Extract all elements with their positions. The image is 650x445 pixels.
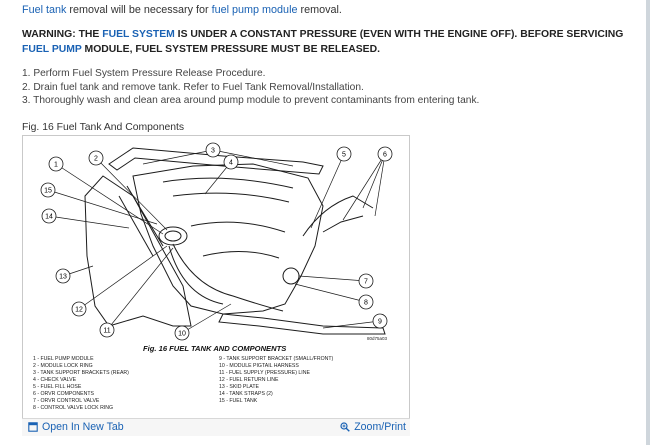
- intro-text-1: removal will be necessary for: [66, 4, 212, 16]
- link-fuel-pump-module[interactable]: fuel pump module: [211, 4, 298, 16]
- legend-left: 1 - FUEL PUMP MODULE 2 - MODULE LOCK RIN…: [33, 356, 129, 411]
- callout-4: 4: [223, 154, 239, 170]
- link-fuel-pump[interactable]: FUEL PUMP: [22, 43, 82, 55]
- front-bracket-shape: [218, 313, 386, 335]
- legend-item: 4 - CHECK VALVE: [33, 377, 77, 383]
- legend-right: 9 - TANK SUPPORT BRACKET (SMALL/FRONT) 1…: [219, 356, 334, 404]
- warning-part-3: MODULE, FUEL SYSTEM PRESSURE MUST BE REL…: [81, 43, 380, 55]
- warning-text: WARNING: THE FUEL SYSTEM IS UNDER A CONS…: [22, 28, 644, 57]
- svg-text:14: 14: [45, 214, 53, 221]
- callout-3: 3: [205, 142, 221, 158]
- tank-support-bracket-shape: [108, 147, 324, 175]
- link-fuel-system[interactable]: FUEL SYSTEM: [102, 29, 175, 40]
- svg-text:3: 3: [211, 148, 215, 155]
- zoom-print-label: Zoom/Print: [354, 421, 406, 433]
- open-in-new-tab-button[interactable]: Open In New Tab: [28, 421, 124, 433]
- svg-text:2: 2: [94, 156, 98, 163]
- legend-item: 7 - ORVR CONTROL VALVE: [33, 398, 100, 404]
- fill-hose-shape: [302, 195, 374, 237]
- callout-7: 7: [358, 273, 374, 289]
- fuel-tank-diagram[interactable]: 1 2 3 4 5 6 7 8 9 10 11 12 13 14 15 80d7…: [23, 136, 409, 418]
- svg-text:5: 5: [342, 152, 346, 159]
- callout-5: 5: [336, 146, 352, 162]
- lock-ring-shape: [164, 230, 182, 242]
- return-line-shape: [168, 245, 224, 305]
- tank-rib: [190, 221, 286, 233]
- callout-9: 9: [372, 313, 388, 329]
- tank-rib: [162, 177, 294, 189]
- callout-12: 12: [71, 301, 87, 317]
- fuel-tank-shape: [132, 163, 324, 315]
- legend-item: 3 - TANK SUPPORT BRACKETS (REAR): [33, 370, 129, 376]
- skid-plate-shape: [84, 175, 192, 327]
- figure-toolbar: Open In New Tab Zoom/Print: [22, 418, 410, 436]
- legend-item: 2 - MODULE LOCK RING: [33, 363, 93, 369]
- callout-6: 6: [377, 146, 393, 162]
- intro-text-2: removal.: [297, 4, 342, 16]
- intro-line: Fuel tank removal will be necessary for …: [22, 4, 342, 16]
- callout-13: 13: [55, 268, 71, 284]
- step-item: 3. Thoroughly wash and clean area around…: [22, 95, 480, 107]
- callout-2: 2: [88, 150, 104, 166]
- orvr-line-shape: [322, 215, 364, 233]
- step-item: 1. Perform Fuel System Pressure Release …: [22, 68, 266, 79]
- legend-item: 8 - CONTROL VALVE LOCK RING: [33, 405, 113, 411]
- legend-item: 13 - SKID PLATE: [219, 384, 260, 390]
- callout-10: 10: [174, 325, 190, 341]
- legend-item: 9 - TANK SUPPORT BRACKET (SMALL/FRONT): [219, 356, 334, 362]
- svg-text:8: 8: [364, 300, 368, 307]
- orvr-valve-shape: [282, 267, 300, 285]
- callout-15: 15: [40, 182, 56, 198]
- svg-text:11: 11: [103, 328, 110, 335]
- tank-rib: [202, 250, 280, 259]
- svg-text:13: 13: [59, 274, 67, 281]
- tank-rib: [172, 192, 290, 203]
- svg-text:15: 15: [44, 188, 52, 195]
- legend-item: 11 - FUEL SUPPLY (PRESSURE) LINE: [219, 370, 310, 376]
- svg-text:10: 10: [178, 331, 186, 338]
- open-tab-icon: [28, 422, 38, 432]
- figure-caption: Fig. 16 Fuel Tank And Components: [22, 122, 185, 133]
- step-item: 2. Drain fuel tank and remove tank. Refe…: [22, 81, 364, 93]
- svg-text:12: 12: [75, 307, 83, 314]
- open-in-new-tab-label: Open In New Tab: [42, 421, 124, 433]
- tank-strap-shape: [118, 195, 154, 257]
- zoom-print-button[interactable]: Zoom/Print: [340, 421, 406, 433]
- legend-item: 5 - FUEL FILL HOSE: [33, 384, 82, 390]
- callout-1: 1: [48, 156, 64, 172]
- legend-item: 10 - MODULE PIGTAIL HARNESS: [219, 363, 299, 369]
- svg-text:6: 6: [383, 152, 387, 159]
- warning-part-2: IS UNDER A CONSTANT PRESSURE (EVEN WITH …: [174, 29, 624, 40]
- figure-code: 80d75a03: [367, 336, 388, 341]
- callout-14: 14: [41, 208, 57, 224]
- scrollbar-edge: [646, 0, 650, 445]
- svg-text:1: 1: [54, 162, 58, 169]
- procedure-steps: 1. Perform Fuel System Pressure Release …: [22, 67, 479, 108]
- legend-item: 15 - FUEL TANK: [219, 398, 258, 404]
- legend-item: 14 - TANK STRAPS (2): [219, 391, 273, 397]
- figure-container: 1 2 3 4 5 6 7 8 9 10 11 12 13 14 15 80d7…: [22, 135, 410, 436]
- pump-module-shape: [158, 226, 188, 246]
- callout-11: 11: [99, 322, 115, 338]
- legend-item: 1 - FUEL PUMP MODULE: [33, 356, 94, 362]
- link-fuel-tank[interactable]: Fuel tank: [22, 4, 67, 16]
- figure-title: Fig. 16 FUEL TANK AND COMPONENTS: [143, 344, 286, 353]
- legend-item: 12 - FUEL RETURN LINE: [219, 377, 279, 383]
- zoom-icon: [340, 422, 350, 432]
- svg-text:4: 4: [229, 160, 233, 167]
- legend-item: 6 - ORVR COMPONENTS: [33, 391, 95, 397]
- warning-part-1: WARNING: THE: [22, 29, 103, 40]
- fuel-line-shape: [172, 243, 284, 312]
- svg-text:9: 9: [378, 319, 382, 326]
- callout-8: 8: [358, 294, 374, 310]
- svg-text:7: 7: [364, 279, 368, 286]
